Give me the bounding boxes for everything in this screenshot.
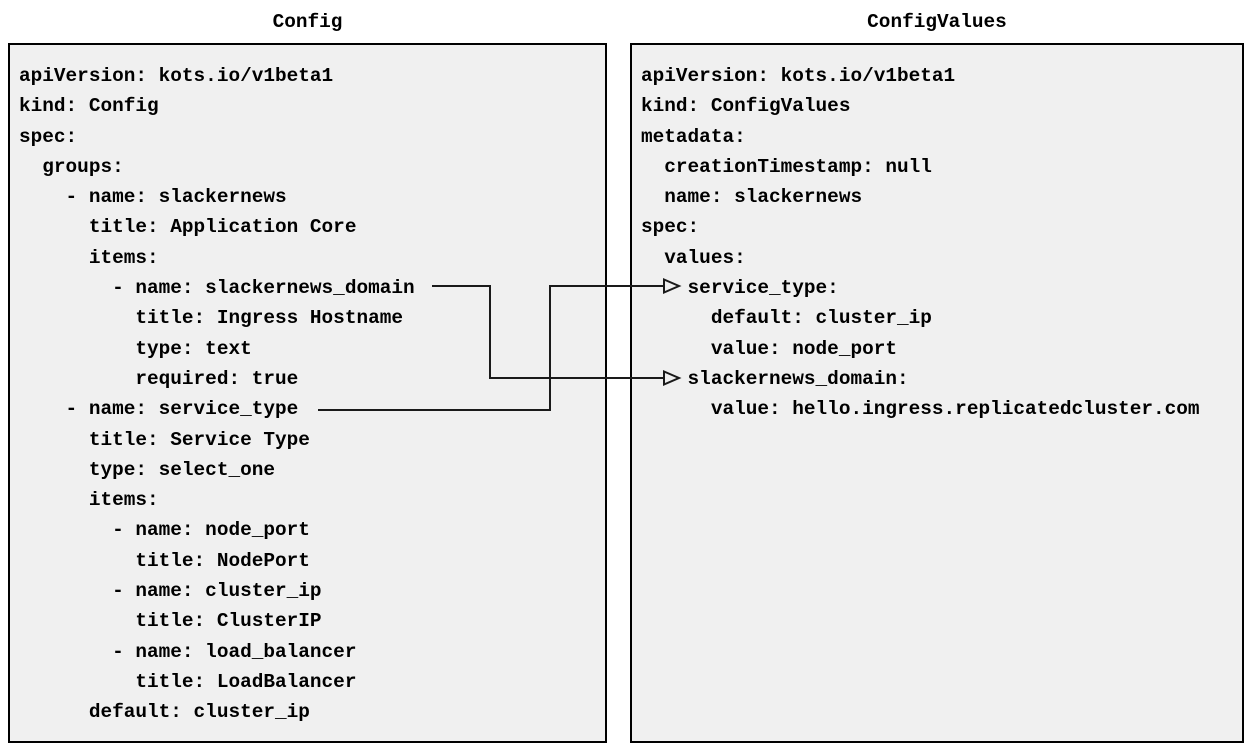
config-panel-title: Config — [272, 11, 343, 33]
configvalues-panel: apiVersion: kots.io/v1beta1 kind: Config… — [630, 43, 1244, 743]
configvalues-panel-title: ConfigValues — [867, 11, 1007, 33]
config-yaml-code: apiVersion: kots.io/v1beta1 kind: Config… — [19, 65, 415, 724]
config-panel: apiVersion: kots.io/v1beta1 kind: Config… — [8, 43, 607, 743]
configvalues-yaml-code: apiVersion: kots.io/v1beta1 kind: Config… — [641, 65, 1200, 421]
